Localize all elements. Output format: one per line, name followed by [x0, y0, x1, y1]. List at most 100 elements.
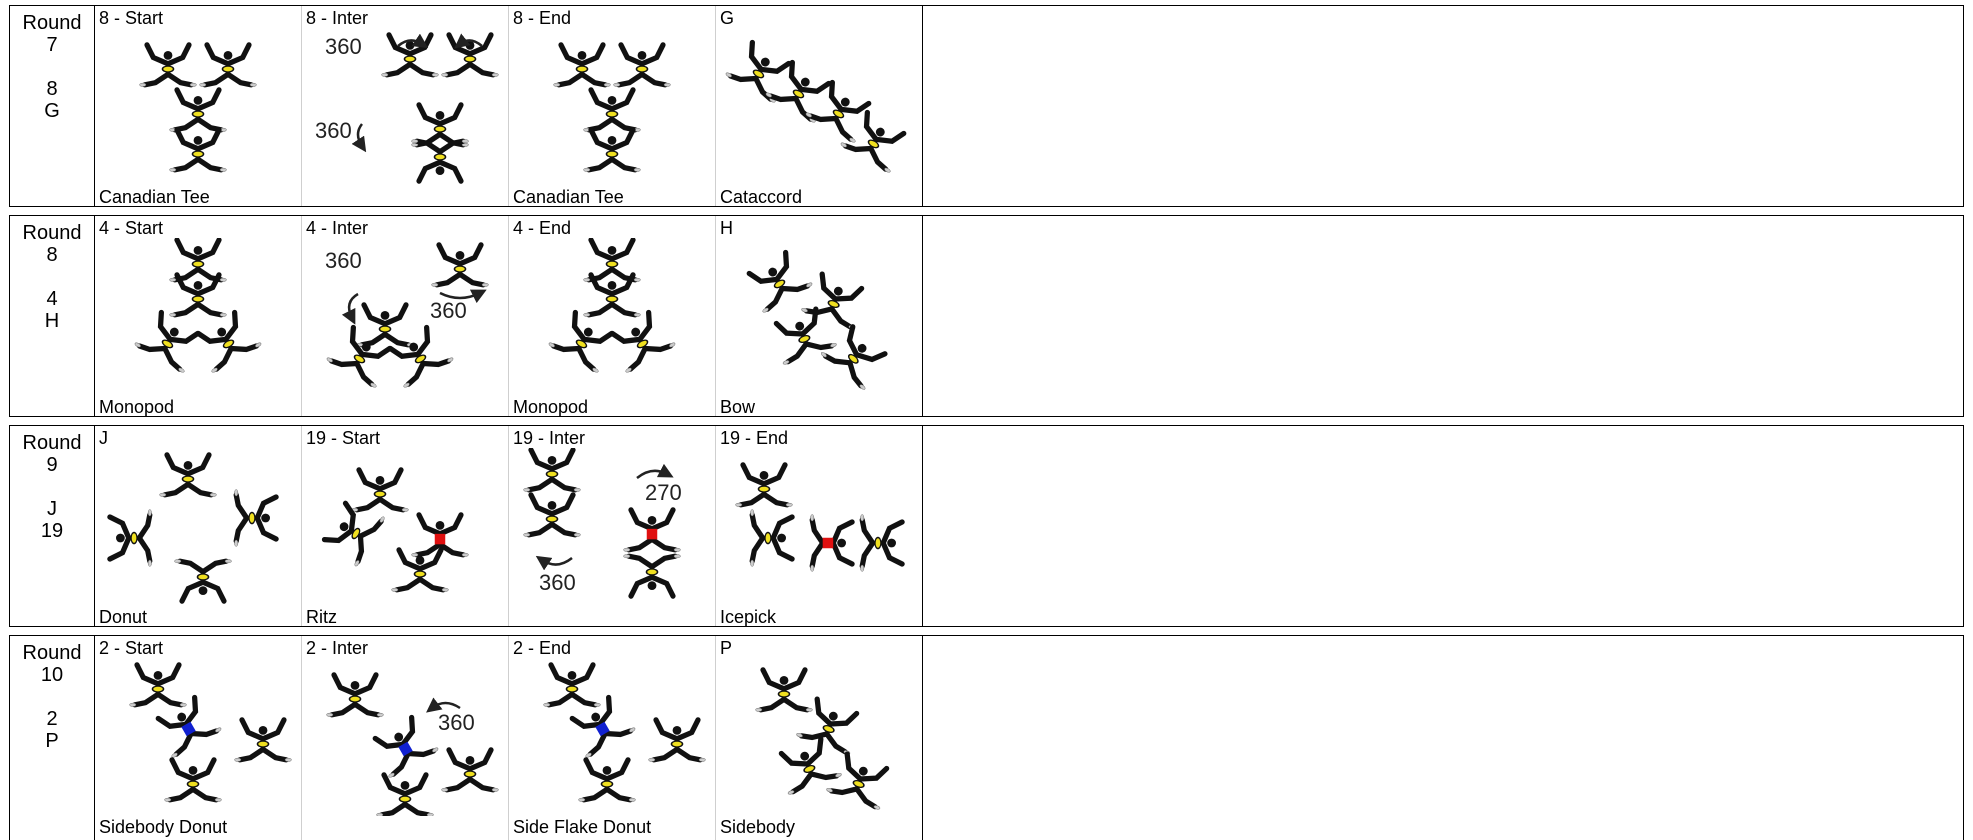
block-number: 19	[10, 520, 94, 542]
block-number: 4	[10, 288, 94, 310]
skydiver-figure	[584, 130, 641, 172]
formation-cell: P Sidebody	[716, 636, 923, 840]
skydiver-figure	[649, 720, 706, 762]
skydiver-figure	[170, 130, 227, 172]
formation-diagram-icepick	[724, 448, 914, 606]
round-label-spacer	[10, 56, 94, 78]
formation-top-label: 19 - End	[720, 428, 788, 449]
skydiver-figure	[165, 760, 222, 802]
formation-diagram-inter: 360 360	[310, 238, 500, 396]
random-letter: P	[10, 730, 94, 752]
skydiver-figure	[584, 275, 641, 317]
skydiver-figure	[321, 497, 385, 567]
formation-name: Ritz	[306, 607, 337, 628]
round-number: 10	[10, 664, 94, 686]
skydiver-figure	[524, 450, 581, 492]
skydiver-figure	[624, 510, 681, 552]
skydiver-figure	[524, 495, 581, 537]
formation-diagram-monopod	[103, 238, 293, 396]
formation-name: Cataccord	[720, 187, 802, 208]
formation-name: Sidebody	[720, 817, 795, 838]
skydiver-figure	[392, 550, 449, 592]
skydiver-figure	[160, 455, 217, 497]
skydiver-figure	[152, 694, 222, 758]
block-number: 8	[10, 78, 94, 100]
formation-top-label: 8 - Inter	[306, 8, 368, 29]
skydiver-figure	[235, 720, 292, 762]
formation-diagram-inter: 270 360	[517, 448, 707, 606]
skydiver-figure	[442, 750, 499, 792]
formation-diagram-inter: 360	[310, 658, 500, 816]
round-label-spacer	[10, 686, 94, 708]
skydiver-figure	[826, 752, 894, 810]
formation-name: Canadian Tee	[513, 187, 624, 208]
round-label-line: Round	[10, 222, 94, 244]
skydiver-figure	[170, 90, 227, 132]
formation-cell: 8 - End Canadian Tee	[509, 6, 716, 206]
rotation-label: 360	[325, 248, 362, 273]
round-label-line: Round	[10, 432, 94, 454]
rotation-label: 360	[539, 570, 576, 595]
formation-diagram-donut	[103, 448, 293, 606]
formation-cell: 4 - Start Monopod	[95, 216, 302, 416]
round-number: 8	[10, 244, 94, 266]
formation-diagram-canadian-tee	[103, 28, 293, 186]
skydiver-figure	[566, 694, 636, 758]
formation-cell: 19 - End Icepick	[716, 426, 923, 626]
formation-top-label: 2 - Start	[99, 638, 163, 659]
skydiver-figure	[774, 737, 842, 795]
skydiver-figure	[110, 510, 152, 567]
formation-name: Canadian Tee	[99, 187, 210, 208]
round-number: 9	[10, 454, 94, 476]
formation-top-label: P	[720, 638, 732, 659]
rotation-label: 270	[645, 480, 682, 505]
skydiver-figure	[624, 555, 681, 597]
formation-cell: J Donut	[95, 426, 302, 626]
formation-cell: 4 - Inter 360 360	[302, 216, 509, 416]
skydiver-figure	[820, 322, 890, 390]
formation-name: Side Flake Donut	[513, 817, 651, 838]
formation-diagram-cataccord	[724, 28, 914, 186]
block-number: 2	[10, 708, 94, 730]
skydiver-figure	[130, 665, 187, 707]
formation-top-label: 4 - Inter	[306, 218, 368, 239]
round-label: Round 9 J 19	[10, 426, 95, 626]
rotation-label: 360	[430, 298, 467, 323]
formation-diagram-sidebody	[724, 658, 914, 816]
formation-cell: 19 - Inter 270 360	[509, 426, 716, 626]
formation-top-label: 19 - Inter	[513, 428, 585, 449]
formation-cell: 2 - Start Sidebody Donut	[95, 636, 302, 840]
rotation-label: 360	[438, 710, 475, 735]
formation-diagram-side-flake-donut	[517, 658, 707, 816]
formation-diagram-canadian-tee	[517, 28, 707, 186]
skydiver-figure	[432, 245, 489, 287]
skydiver-figure	[579, 760, 636, 802]
skydiver-figure	[736, 465, 793, 507]
random-letter: H	[10, 310, 94, 332]
skydiver-figure	[614, 45, 671, 87]
formation-top-label: 2 - End	[513, 638, 571, 659]
skydiver-figure	[192, 309, 262, 373]
skydiver-figure	[606, 309, 676, 373]
formation-cell: G Cataccord	[716, 6, 923, 206]
round-label-spacer	[10, 476, 94, 498]
formation-top-label: 2 - Inter	[306, 638, 368, 659]
formation-top-label: 8 - End	[513, 8, 571, 29]
formation-cell: 4 - End Monopod	[509, 216, 716, 416]
skydiver-figure	[235, 490, 277, 547]
formation-name: Icepick	[720, 607, 776, 628]
round-number: 7	[10, 34, 94, 56]
formation-top-label: H	[720, 218, 733, 239]
formation-name: Donut	[99, 607, 147, 628]
rotation-label: 360	[315, 118, 352, 143]
round-row: Round 10 2 P 2 - Start Sidebody Donut 2 …	[9, 635, 1964, 840]
formation-top-label: G	[720, 8, 734, 29]
formation-diagram-monopod	[517, 238, 707, 396]
skydiver-figure	[170, 275, 227, 317]
round-row: Round 8 4 H 4 - Start Monopod 4 - Inter …	[9, 215, 1964, 417]
formation-diagram-sidebody-donut	[103, 658, 293, 816]
formation-cell: 2 - Inter 360	[302, 636, 509, 840]
round-row: Round 9 J 19 J Donut 19 - Start Ritz 19 …	[9, 425, 1964, 627]
